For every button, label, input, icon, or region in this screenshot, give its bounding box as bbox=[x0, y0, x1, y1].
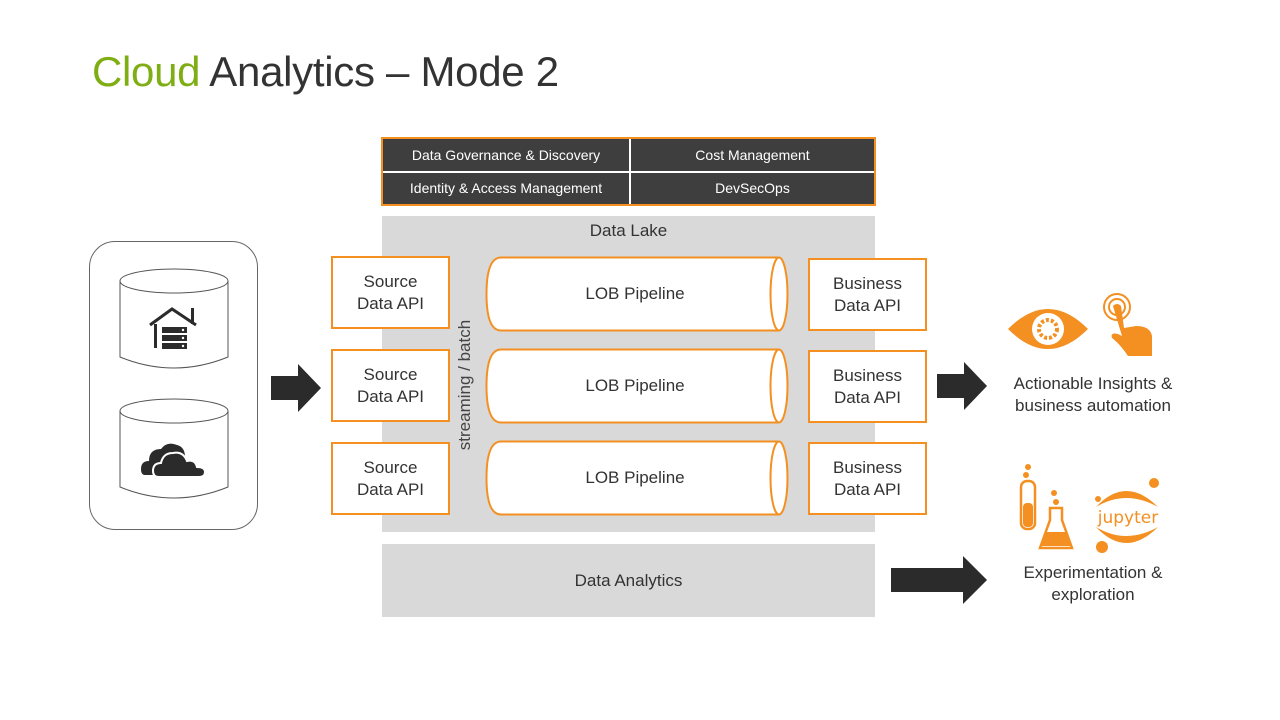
box-line: Data API bbox=[356, 293, 425, 313]
pipeline-label: LOB Pipeline bbox=[585, 468, 685, 487]
lob-pipeline: LOB Pipeline bbox=[485, 440, 796, 516]
title-accent: Cloud bbox=[92, 48, 201, 95]
box-line: Data API bbox=[833, 295, 902, 315]
pipeline-cylinder-icon bbox=[485, 348, 789, 424]
jupyter-logo: jupyter bbox=[1095, 478, 1159, 553]
box-line: Data API bbox=[356, 479, 425, 499]
box-line: Data API bbox=[833, 387, 902, 407]
data-lake-title: Data Lake bbox=[589, 221, 668, 240]
eye-gear-icon bbox=[1008, 309, 1088, 349]
label-line: business automation bbox=[1015, 396, 1171, 415]
label-line: Experimentation & bbox=[1023, 563, 1163, 582]
data-analytics-panel: Data Analytics bbox=[382, 544, 875, 617]
box-line: Data API bbox=[356, 386, 425, 406]
governance-cell: Cost Management bbox=[631, 139, 874, 171]
pipeline-label: LOB Pipeline bbox=[585, 284, 685, 303]
box-line: Business bbox=[833, 273, 902, 293]
box-line: Data API bbox=[833, 479, 902, 499]
touch-hand-icon bbox=[1103, 293, 1152, 356]
label-line: exploration bbox=[1051, 585, 1135, 604]
data-analytics-label: Data Analytics bbox=[574, 570, 683, 590]
pipeline-cylinder-icon bbox=[485, 440, 789, 516]
pipeline-label: LOB Pipeline bbox=[585, 376, 685, 395]
lob-pipeline: LOB Pipeline bbox=[485, 256, 796, 332]
governance-grid: Data Governance & Discovery Cost Managem… bbox=[381, 137, 876, 206]
outcome-label: Experimentation & exploration bbox=[993, 562, 1193, 606]
governance-cell: DevSecOps bbox=[631, 172, 874, 204]
cloud-database bbox=[119, 397, 229, 501]
arrow-right-icon bbox=[891, 556, 987, 604]
box-line: Business bbox=[833, 457, 902, 477]
arrow-right-icon bbox=[271, 364, 321, 412]
title-rest: Analytics – Mode 2 bbox=[200, 48, 559, 95]
streaming-batch-label: streaming / batch bbox=[455, 319, 474, 451]
box-line: Source bbox=[363, 364, 418, 384]
slide-title: Cloud Analytics – Mode 2 bbox=[92, 48, 559, 96]
pipeline-cylinder-icon bbox=[485, 256, 789, 332]
governance-cell: Identity & Access Management bbox=[383, 172, 629, 204]
box-line: Business bbox=[833, 365, 902, 385]
test-tube-icon bbox=[1019, 464, 1037, 531]
box-line: Source bbox=[363, 271, 418, 291]
cloud-icon bbox=[141, 443, 207, 478]
box-line: Source bbox=[363, 457, 418, 477]
governance-cell: Data Governance & Discovery bbox=[383, 139, 629, 171]
jupyter-logo-text: jupyter bbox=[1097, 508, 1158, 528]
data-sources-container bbox=[89, 241, 258, 530]
on-premises-server-icon bbox=[149, 307, 197, 349]
database-cylinder-icon bbox=[119, 268, 229, 369]
flask-icon bbox=[1038, 490, 1074, 550]
label-line: Actionable Insights & bbox=[1013, 374, 1173, 393]
on-premises-database bbox=[119, 267, 229, 371]
outcome-label: Actionable Insights & business automatio… bbox=[993, 373, 1193, 417]
arrow-right-icon bbox=[937, 362, 987, 410]
lob-pipeline: LOB Pipeline bbox=[485, 348, 796, 424]
